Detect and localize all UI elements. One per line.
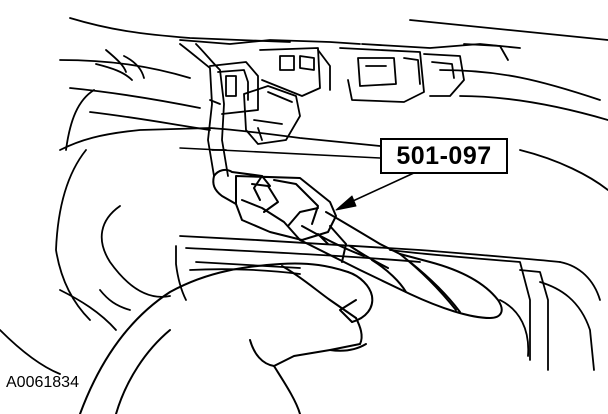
harness-connectors <box>179 39 521 177</box>
tool-callout-label: 501-097 <box>396 141 492 170</box>
figure-id-label: A0061834 <box>6 374 79 391</box>
hand <box>79 262 374 414</box>
console-opening <box>175 235 601 371</box>
dashboard-trim-lines <box>0 17 608 375</box>
tool-body <box>212 168 503 319</box>
tool-callout-box: 501-097 <box>380 138 508 174</box>
callout-leader <box>179 147 417 211</box>
